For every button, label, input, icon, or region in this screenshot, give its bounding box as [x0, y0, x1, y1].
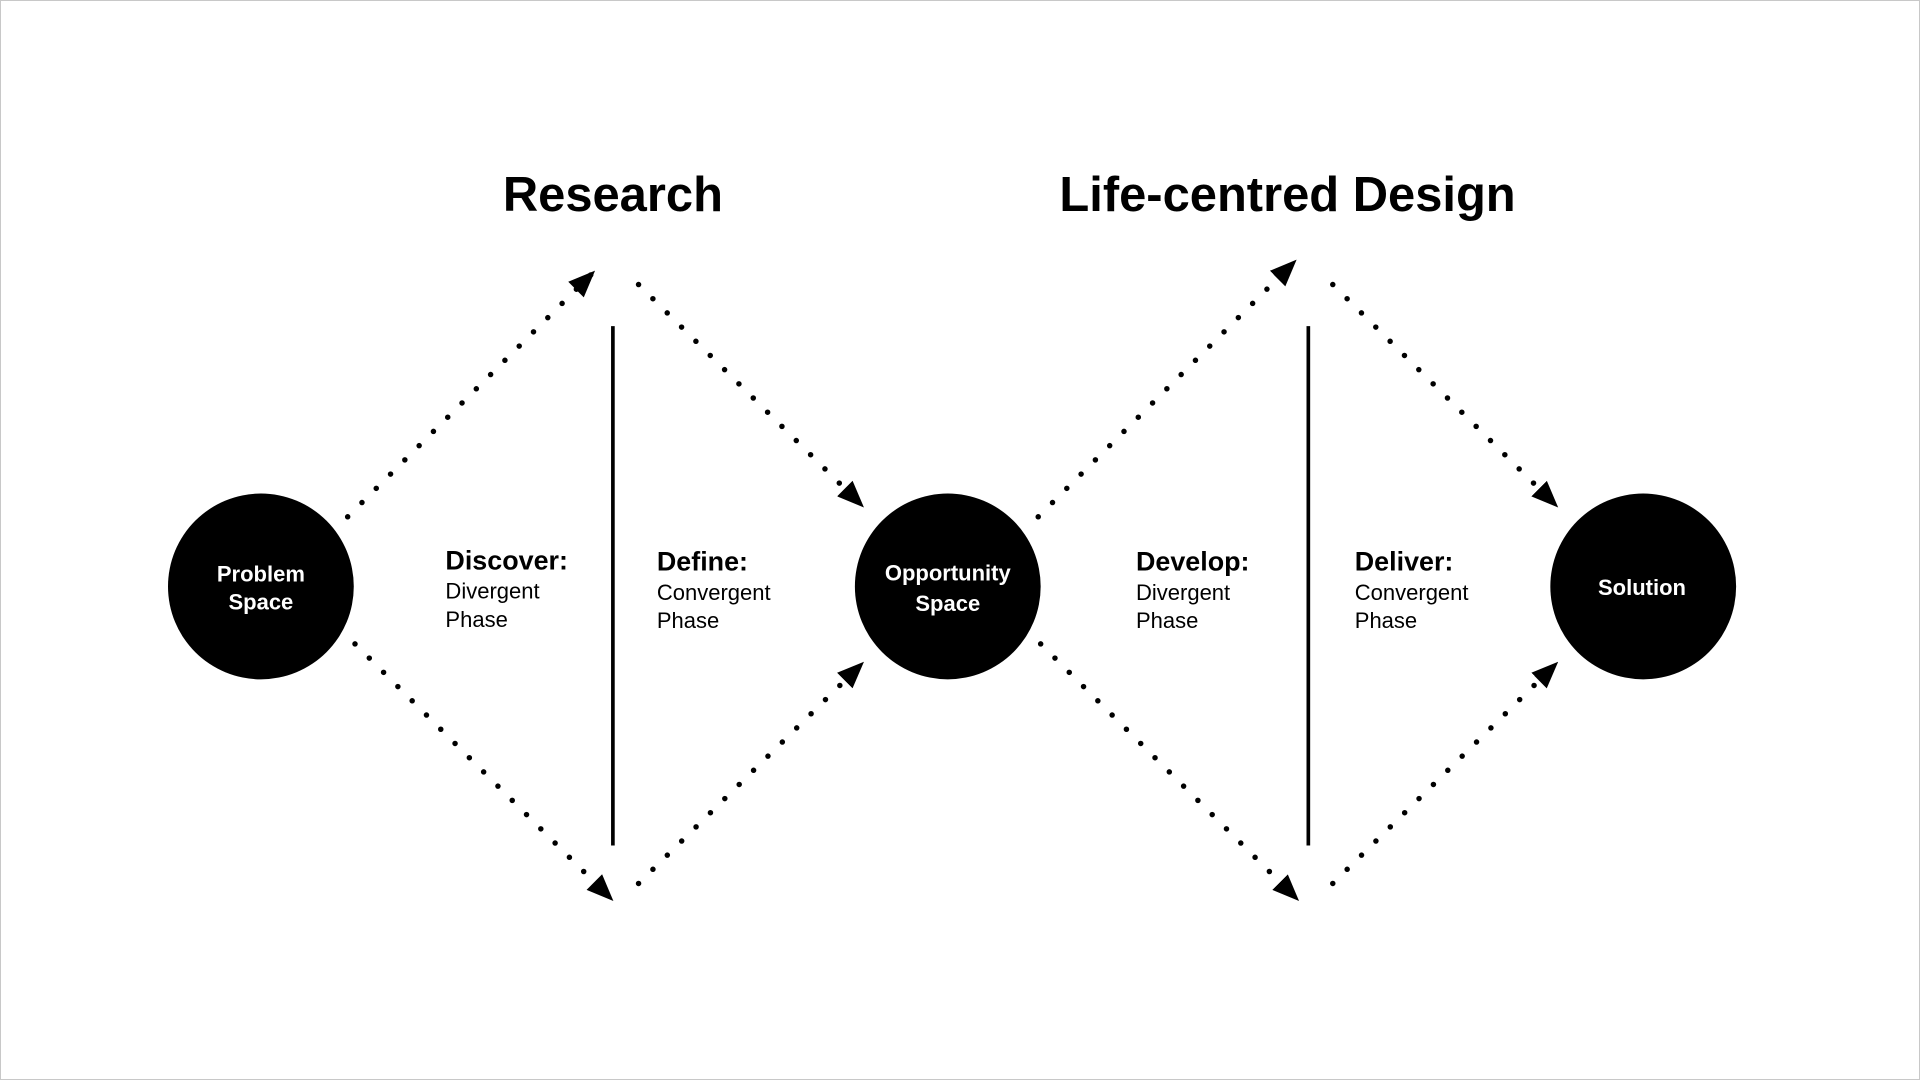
node-problem-space: Problem Space [168, 493, 354, 680]
svg-text:Opportunity: Opportunity [885, 560, 1012, 585]
svg-text:Convergent: Convergent [657, 580, 771, 605]
arrow-discover-down [352, 641, 615, 903]
node-solution: Solution [1550, 493, 1737, 680]
arrow-deliver-up [1330, 660, 1560, 887]
design-title: Life-centred Design [1059, 168, 1515, 222]
node-opportunity-space: Opportunity Space [854, 493, 1041, 680]
svg-text:Phase: Phase [1355, 608, 1417, 633]
arrow-define-up [635, 660, 865, 887]
svg-text:Phase: Phase [657, 608, 719, 633]
svg-text:Divergent: Divergent [445, 579, 539, 604]
phase-develop: Develop: Divergent Phase [1136, 547, 1250, 633]
phase-define: Define: Convergent Phase [657, 547, 771, 633]
research-title: Research [503, 168, 723, 222]
arrow-discover-up [344, 269, 597, 520]
svg-text:Divergent: Divergent [1136, 580, 1230, 605]
svg-text:Define:: Define: [657, 547, 748, 577]
phase-deliver: Deliver: Convergent Phase [1355, 547, 1469, 633]
svg-text:Space: Space [915, 591, 980, 616]
svg-text:Phase: Phase [445, 607, 507, 632]
svg-text:Develop:: Develop: [1136, 547, 1250, 577]
svg-text:Deliver:: Deliver: [1355, 547, 1454, 577]
svg-text:Phase: Phase [1136, 608, 1198, 633]
arrow-develop-up [1035, 258, 1298, 520]
arrow-deliver-down [1330, 281, 1560, 509]
arrow-define-down [635, 281, 865, 509]
phase-discover: Discover: Divergent Phase [445, 545, 567, 631]
svg-text:Convergent: Convergent [1355, 580, 1469, 605]
svg-text:Problem: Problem [217, 562, 305, 587]
svg-text:Discover:: Discover: [445, 545, 567, 575]
svg-text:Space: Space [228, 590, 293, 615]
arrow-develop-down [1037, 641, 1301, 903]
svg-text:Solution: Solution [1598, 575, 1686, 600]
